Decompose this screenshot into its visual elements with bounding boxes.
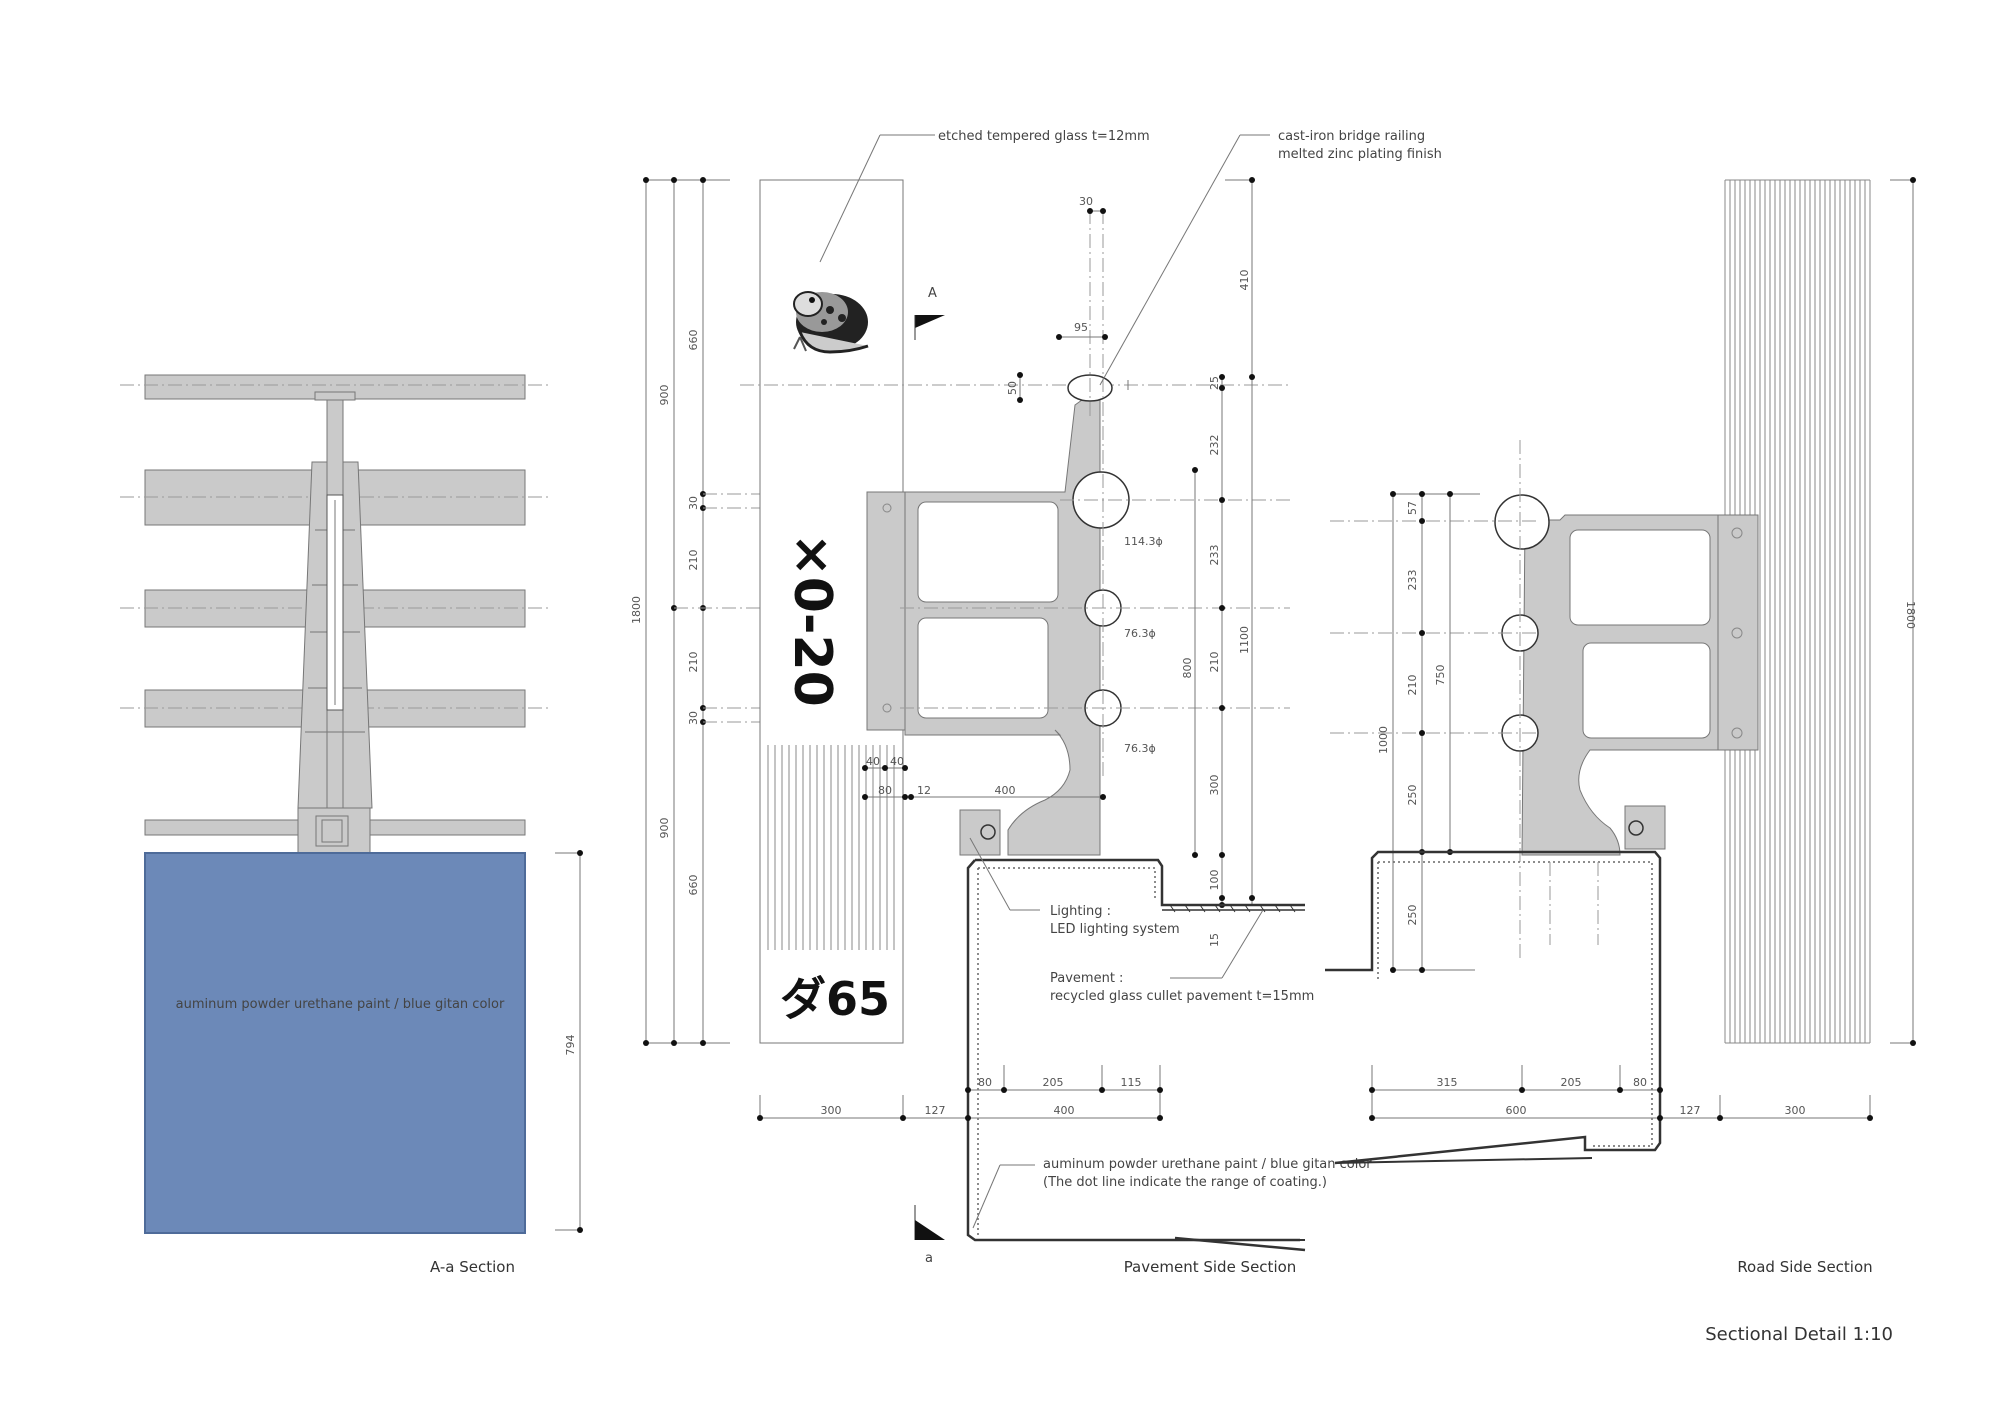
dim-1100: 1100 [1238, 626, 1251, 654]
dim-25: 25 [1208, 376, 1221, 390]
glass-etch-hatch [767, 745, 895, 950]
dim-800: 800 [1181, 658, 1194, 679]
road-dim-1000: 1000 [1377, 726, 1390, 754]
road-dim-300: 300 [1785, 1104, 1806, 1117]
section-marker-A-label: A [928, 286, 937, 301]
dim-660-top: 660 [687, 330, 700, 351]
glass-sign-text-1: ×0-20 [782, 533, 842, 707]
pavement-section: 1800 900 900 660 30 210 210 30 660 etche… [630, 129, 1593, 1276]
section-marker-a-label: a [925, 1251, 933, 1266]
section-flag-icon [915, 315, 945, 328]
dim-95: 95 [1074, 321, 1088, 334]
dim-80: 80 [878, 784, 892, 797]
pavement-caption: Pavement Side Section [1124, 1258, 1297, 1276]
dim-12: 12 [917, 784, 931, 797]
dim-410: 410 [1238, 270, 1251, 291]
callout-lighting-2: LED lighting system [1050, 922, 1180, 937]
road-dim-750: 750 [1434, 665, 1447, 686]
frog-icon [793, 291, 869, 354]
road-section: 1800 57 [1325, 177, 1917, 1276]
dim-1800: 1800 [630, 596, 643, 624]
dim-30a: 30 [687, 496, 700, 510]
pavement-hatch [1169, 904, 1296, 913]
cast-iron-post-road [1494, 494, 1759, 856]
callout-glass: etched tempered glass t=12mm [938, 129, 1150, 144]
dim-bottom-300: 300 [821, 1104, 842, 1117]
dim-400-glass: 400 [995, 784, 1016, 797]
dim-bottom-127: 127 [925, 1104, 946, 1117]
callout-railing-1: cast-iron bridge railing [1278, 129, 1425, 144]
road-dim-57: 57 [1406, 501, 1419, 515]
sheet-title: Sectional Detail 1:10 [1705, 1324, 1893, 1345]
dim-210a: 210 [687, 550, 700, 571]
dim-100: 100 [1208, 870, 1221, 891]
road-dim-205: 205 [1561, 1076, 1582, 1089]
road-dim-80: 80 [1633, 1076, 1647, 1089]
aa-section: auminum powder urethane paint / blue git… [120, 374, 583, 1276]
dim-233: 233 [1208, 545, 1221, 566]
dim-40b: 40 [890, 755, 904, 768]
road-dim-210: 210 [1406, 675, 1419, 696]
dim-bottom-80: 80 [978, 1076, 992, 1089]
callout-coating-2: (The dot line indicate the range of coat… [1043, 1175, 1327, 1190]
dim-660-bottom: 660 [687, 875, 700, 896]
road-dim-233: 233 [1406, 570, 1419, 591]
road-dim-250b: 250 [1406, 905, 1419, 926]
road-dim-127: 127 [1680, 1104, 1701, 1117]
road-dim-600: 600 [1506, 1104, 1527, 1117]
callout-pavement-1: Pavement : [1050, 971, 1123, 986]
callout-railing-2: melted zinc plating finish [1278, 147, 1442, 162]
dim-bottom-400: 400 [1054, 1104, 1075, 1117]
dim-210b: 210 [687, 652, 700, 673]
road-caption: Road Side Section [1737, 1258, 1872, 1276]
dim-900-upper: 900 [658, 385, 671, 406]
pipe-label-76b: 76.3ϕ [1124, 742, 1156, 755]
dim-210: 210 [1208, 652, 1221, 673]
aa-blue-panel [144, 852, 526, 1234]
glass-sign-text-2: ダ65 [780, 972, 890, 1026]
dim-30-top: 30 [1079, 195, 1093, 208]
dim-15: 15 [1208, 933, 1221, 947]
dim-30b: 30 [687, 711, 700, 725]
dim-40a: 40 [866, 755, 880, 768]
dim-900-lower: 900 [658, 818, 671, 839]
callout-lighting-1: Lighting : [1050, 904, 1111, 919]
dim-232: 232 [1208, 435, 1221, 456]
road-dim-1800: 1800 [1904, 601, 1917, 629]
road-dim-250a: 250 [1406, 785, 1419, 806]
section-flag-icon-bottom [915, 1220, 945, 1240]
aa-panel-note: auminum powder urethane paint / blue git… [176, 997, 505, 1012]
dim-bottom-205: 205 [1043, 1076, 1064, 1089]
pipe-label-76a: 76.3ϕ [1124, 627, 1156, 640]
cast-iron-post-pavement [866, 374, 1130, 856]
dim-300: 300 [1208, 775, 1221, 796]
aa-caption: A-a Section [430, 1258, 515, 1276]
dim-bottom-115: 115 [1121, 1076, 1142, 1089]
aa-dim-794: 794 [564, 1035, 577, 1056]
dim-50: 50 [1006, 381, 1019, 395]
callout-coating-1: auminum powder urethane paint / blue git… [1043, 1157, 1372, 1172]
pipe-label-114: 114.3ϕ [1124, 535, 1163, 548]
callout-pavement-2: recycled glass cullet pavement t=15mm [1050, 989, 1314, 1004]
road-dim-315: 315 [1437, 1076, 1458, 1089]
